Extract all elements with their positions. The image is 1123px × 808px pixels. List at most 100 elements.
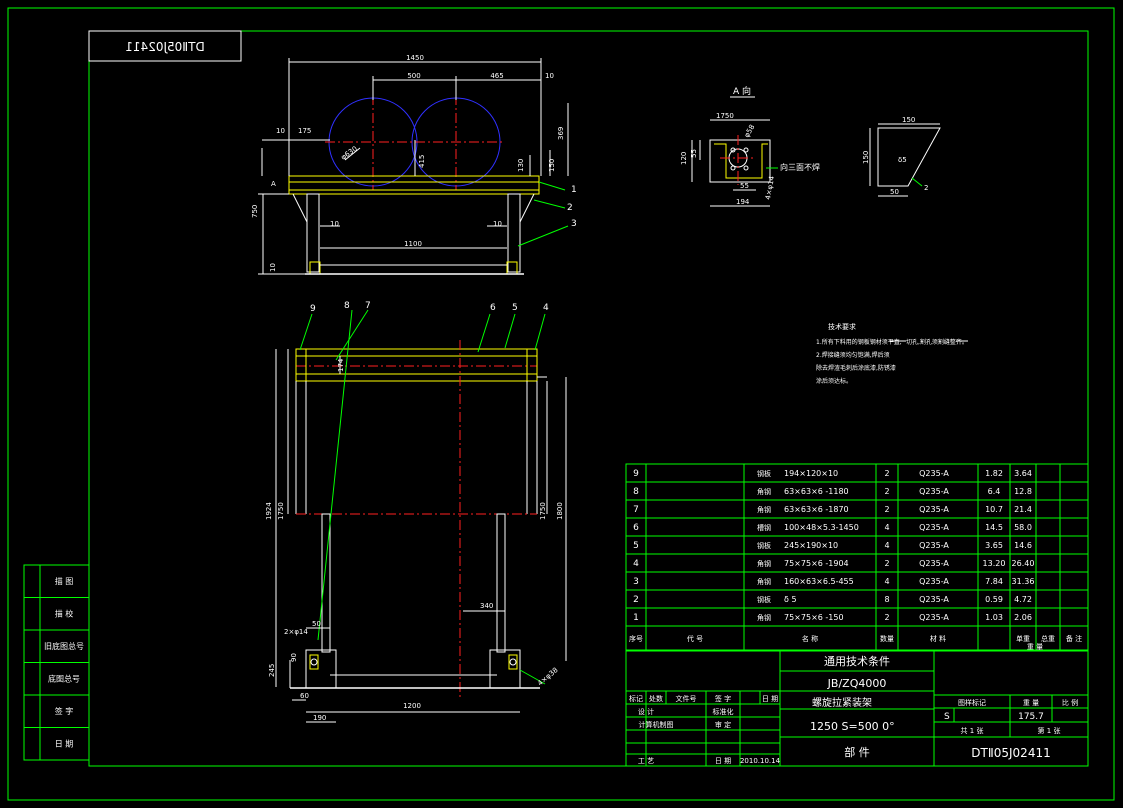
parts-unit-cell: 0.59 (985, 595, 1003, 604)
parts-qty-cell: 2 (884, 613, 889, 622)
dim-f-90: 90 (290, 653, 298, 662)
dim-A: A (271, 180, 276, 188)
dim-s-50: 50 (890, 188, 899, 196)
parts-name-cell: 钢板 (757, 469, 771, 478)
parts-name-cell: 角钢 (757, 559, 771, 568)
parts-unit-cell: 3.65 (985, 541, 1003, 550)
inner-border (88, 30, 1089, 767)
dim-10e: 10 (493, 220, 502, 228)
dim-175: 175 (298, 127, 311, 135)
parts-mat-cell: Q235-A (919, 487, 949, 496)
product-spec: 1250 S=500 0° (810, 720, 895, 733)
weight-label: 重 量 (1023, 699, 1039, 707)
parts-name-cell: 角钢 (757, 613, 771, 622)
dim-500: 500 (407, 72, 420, 80)
review-label: 审 定 (715, 720, 731, 729)
dim-s-150b: 150 (862, 151, 870, 164)
dim-1100: 1100 (404, 240, 422, 248)
sheet-number: 第 1 张 (1038, 726, 1061, 735)
parts-mat-cell: Q235-A (919, 469, 949, 478)
parts-header-qty: 数量 (880, 634, 894, 643)
sidebar-label: 旧底图总号 (44, 641, 84, 651)
rev-col-sign: 签 字 (715, 694, 731, 703)
sidebar-label: 底图总号 (48, 674, 80, 684)
parts-mat-cell: Q235-A (919, 505, 949, 514)
parts-no-cell: 2 (633, 595, 639, 605)
balloon-6: 6 (490, 303, 496, 313)
dim-a-120: 120 (680, 152, 688, 165)
parts-total-cell: 21.4 (1014, 505, 1032, 514)
dim-f-245: 245 (268, 664, 276, 677)
parts-spec-cell: 100×48×5.3-1450 (784, 523, 859, 532)
parts-qty-cell: 2 (884, 469, 889, 478)
dim-f-1750b: 1750 (539, 502, 547, 520)
dim-f-1750: 1750 (277, 502, 285, 520)
dim-s-2: 2 (924, 184, 928, 192)
parts-name-cell: 槽钢 (757, 523, 771, 532)
parts-spec-cell: δ 5 (784, 595, 797, 604)
dim-a-194: 194 (736, 198, 750, 206)
parts-total-cell: 12.8 (1014, 487, 1032, 496)
parts-unit-cell: 10.7 (985, 505, 1003, 514)
parts-no-cell: 3 (633, 577, 639, 587)
balloon-4: 4 (543, 303, 549, 313)
tech-line-1: 1.所有下料用的钢板钢材须平直, (816, 338, 902, 346)
parts-spec-cell: 63×63×6 -1180 (784, 487, 849, 496)
parts-name-cell: 钢板 (757, 541, 771, 550)
dim-630: φ630 (340, 145, 359, 162)
parts-total-cell: 3.64 (1014, 469, 1032, 478)
std-check-label: 标准化 (713, 707, 734, 716)
parts-mat-cell: Q235-A (919, 613, 949, 622)
tech-line-3: 2.焊接缝须均匀饱满,焊后须 (816, 351, 890, 359)
sidebar-label: 描 图 (55, 576, 74, 586)
parts-qty-cell: 2 (884, 559, 889, 568)
parts-total-cell: 26.40 (1012, 559, 1035, 568)
mirrored-code: DTⅡ05J02411 (125, 40, 204, 54)
scale-label: 比 例 (1062, 698, 1078, 707)
parts-qty-cell: 4 (884, 577, 889, 586)
dim-130: 130 (517, 159, 525, 172)
top-beam (288, 175, 540, 195)
weight-value: 175.7 (1018, 712, 1044, 722)
product-name: 螺旋拉紧装架 (812, 696, 872, 709)
dim-f-50: 50 (312, 620, 321, 628)
part-label: 部 件 (844, 745, 870, 759)
dim-f-1200: 1200 (403, 702, 421, 710)
parts-total-cell: 4.72 (1014, 595, 1032, 604)
parts-name-cell: 钢板 (757, 595, 771, 604)
sheets-total: 共 1 张 (961, 726, 984, 735)
parts-no-cell: 9 (633, 469, 639, 479)
parts-no-cell: 5 (633, 541, 639, 551)
stage-value: S (944, 712, 950, 722)
parts-unit-cell: 13.20 (983, 559, 1006, 568)
std-title: 通用技术条件 (824, 654, 890, 668)
mirrored-code-box (88, 30, 242, 62)
view-a: A 向 1750 55 120 55 194 4×φ14 φ58 向三面不焊 1… (680, 85, 941, 207)
dim-150: 150 (548, 159, 556, 172)
parts-mat-cell: Q235-A (919, 541, 949, 550)
outer-border (7, 7, 1115, 801)
dim-f-1800: 1800 (556, 502, 564, 520)
parts-header-weight: 重 量 (1027, 643, 1043, 651)
parts-qty-cell: 4 (884, 541, 889, 550)
parts-no-cell: 7 (633, 505, 639, 515)
process-label: 工 艺 (638, 757, 654, 765)
dim-a-55b: 55 (740, 182, 749, 190)
parts-unit-cell: 14.5 (985, 523, 1003, 532)
parts-header-name: 名 称 (802, 634, 818, 643)
dim-f-340: 340 (480, 602, 493, 610)
dim-f-2xq14: 2×φ14 (284, 628, 308, 636)
dim-1450: 1450 (406, 54, 424, 62)
dim-10d: 10 (330, 220, 339, 228)
dim-f-60: 60 (300, 692, 309, 700)
top-channel (295, 348, 538, 382)
tech-requirements: 技术要求 1.所有下料用的钢板钢材须平直, 切孔,割孔须割缝整齐。 2.焊接缝须… (816, 322, 968, 385)
parts-spec-cell: 63×63×6 -1870 (784, 505, 849, 514)
sidebar-label: 签 字 (55, 706, 74, 716)
balloon-2: 2 (567, 203, 573, 213)
view-a-note: 向三面不焊 (780, 162, 820, 172)
drawing-code: DTⅡ05J02411 (971, 746, 1050, 760)
sidebar-label: 日 期 (55, 740, 74, 749)
parts-mat-cell: Q235-A (919, 559, 949, 568)
